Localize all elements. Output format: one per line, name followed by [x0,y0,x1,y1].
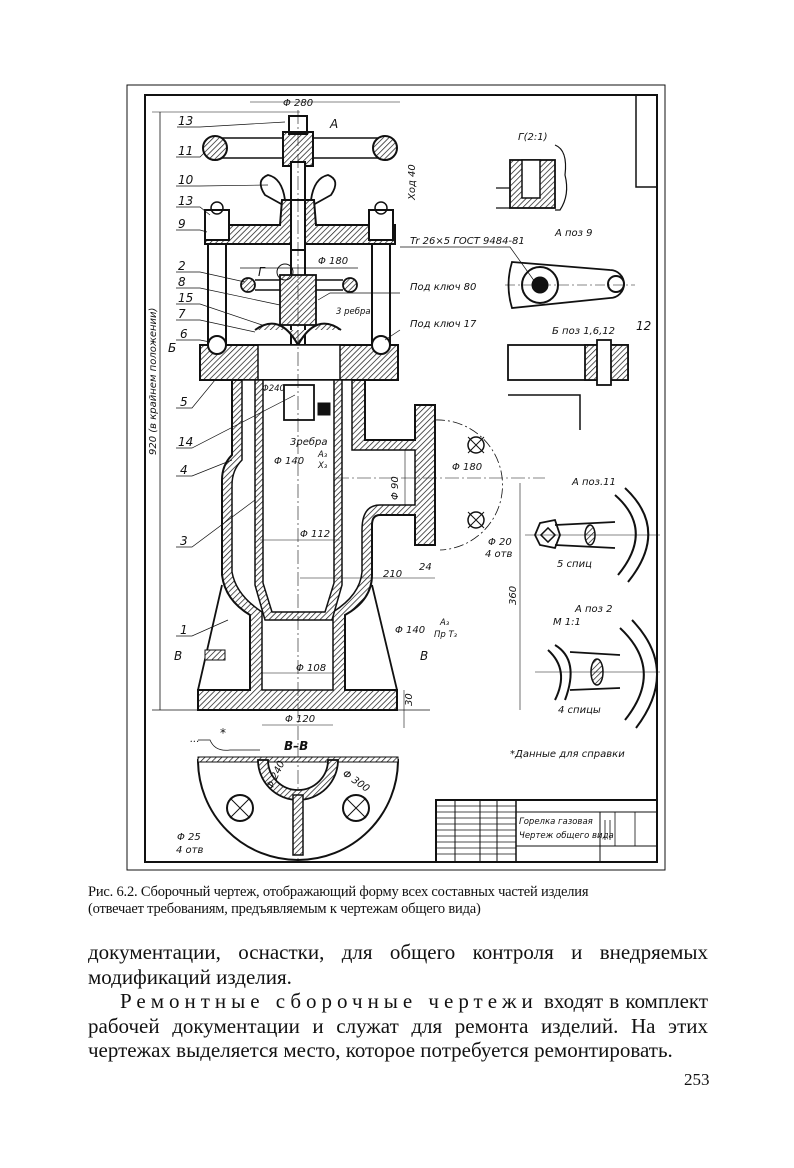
position-13: 13 [178,114,193,128]
view-a-pos11 [525,487,660,583]
term-repair-drawings: Ремонтные сборочные чертежи [120,989,538,1013]
position-6: 6 [180,327,188,341]
view-a-pos2 [535,619,660,729]
position-2: 2 [178,259,186,273]
paragraph-1: документации, оснастки, для общего контр… [88,940,708,989]
view-a-pos9-lever [505,261,635,309]
position-5: 5 [180,395,188,409]
dim-stroke: Ход 40 [407,164,418,201]
dim-d240-top: Φ240 [262,384,285,394]
spokes4-label: 4 спицы [558,705,601,716]
position-13b: 13 [178,194,193,208]
dim-fit1-num: A₃ [317,450,328,460]
page-number: 253 [684,1070,710,1089]
spokes5-label: 5 спиц [557,559,592,570]
view-a2-label: А поз 2 [574,604,613,615]
view-mark-b: Б [168,341,176,355]
position-1: 1 [180,623,188,637]
dim-ribs3: 3ребра [290,436,328,448]
view-labels: Г(2:1) А поз 9 Б поз 1,6,12 12 А поз.11 … [510,132,651,841]
dim-d120: Φ 120 [285,714,315,725]
dim-key17: Под ключ 17 [410,319,477,330]
section-title: В–В [284,739,308,753]
sheet-inner-frame [144,94,658,863]
position-8: 8 [178,275,186,289]
view-a11-label: А поз.11 [571,477,616,488]
dim-fit1-den: X₃ [317,461,328,471]
detail-g-label: Г(2:1) [518,132,547,143]
position-3: 3 [180,534,188,548]
dim-d360: 360 [508,586,519,605]
dim-d30: 30 [404,693,415,706]
dim-d24: 24 [419,562,432,573]
dim-d90: Φ 90 [390,476,401,500]
dim-fit2-num: A₃ [439,618,450,628]
dim-fit2-den: Пр T₃ [434,630,458,640]
reference-note: *Данные для справки [510,749,625,760]
body-text: документации, оснастки, для общего контр… [88,940,708,1063]
position-7: 7 [178,307,186,321]
dimension-labels: Φ 280 Ход 40 Tr 26×5 ГОСТ 9484-81 Φ 180 … [148,98,525,856]
figure-caption: Рис. 6.2. Сборочный чертеж, отображающий… [88,884,710,918]
dim-holes4b: 4 отв [176,845,203,856]
position-11: 11 [178,144,193,158]
dim-d140-fit2: Φ 140 [395,625,425,636]
title-block-type: Чертеж общего вида [519,831,614,841]
caption-line-1: Рис. 6.2. Сборочный чертеж, отображающий… [88,884,589,900]
sheet-outer-border [126,84,666,871]
handwheel [202,101,400,167]
dim-d108: Φ 108 [296,663,326,674]
caption-line-2: (отвечает требованиям, предъявляемым к ч… [88,901,481,917]
dim-ribs3-top: 3 ребра [336,307,371,317]
dim-d25: Φ 25 [177,832,201,843]
view-b [507,339,629,430]
detail-g [496,144,568,211]
dim-d180-top: Φ 180 [318,256,348,267]
position-15: 15 [178,291,193,305]
dim-key80: Под ключ 80 [410,282,476,293]
dim-star: * [220,726,226,740]
wing-nut [259,174,337,206]
position-9: 9 [178,217,186,231]
position-10: 10 [178,173,194,187]
view-mark-g: Г [258,265,266,279]
dim-d210: 210 [383,569,402,580]
paragraph-2: Ремонтные сборочные чертежи входят в ком… [88,989,708,1063]
inner-tube [254,379,343,621]
corner-box [635,94,658,188]
dim-dots: ... [190,734,200,745]
view-a9-label: А поз 9 [554,228,593,239]
dim-d140-fit1: Φ 140 [274,456,304,467]
dim-d280: Φ 280 [283,98,313,109]
position-4: 4 [180,463,188,477]
assembly-drawing: 13 11 10 13 9 2 8 15 7 6 5 14 4 3 1 Б В … [126,84,666,871]
position-labels: 13 11 10 13 9 2 8 15 7 6 5 14 4 3 1 Б В … [168,114,428,663]
scale-label: М 1:1 [553,617,581,628]
dim-d180-flange: Φ 180 [452,462,482,473]
position-12: 12 [636,319,651,333]
position-14: 14 [178,435,193,449]
section-view-v-v [196,739,400,861]
view-mark-v-right: В [420,649,428,663]
dim-d920: 920 (в крайнем положении) [148,308,159,455]
view-mark-v-left: В [174,649,182,663]
dim-d20: Φ 20 [488,537,512,548]
view-b-label: Б поз 1,6,12 [552,326,615,337]
dim-thread: Tr 26×5 ГОСТ 9484-81 [410,236,525,247]
title-block-name: Горелка газовая [519,817,593,827]
dim-d300: Φ 300 [340,768,371,794]
dim-holes4: 4 отв [485,549,512,560]
view-mark-a: А [329,117,338,131]
dim-d112: Φ 112 [300,529,330,540]
paragraph-2-rest: входят в комплект рабочей документации и… [88,989,708,1062]
title-block [435,799,658,863]
